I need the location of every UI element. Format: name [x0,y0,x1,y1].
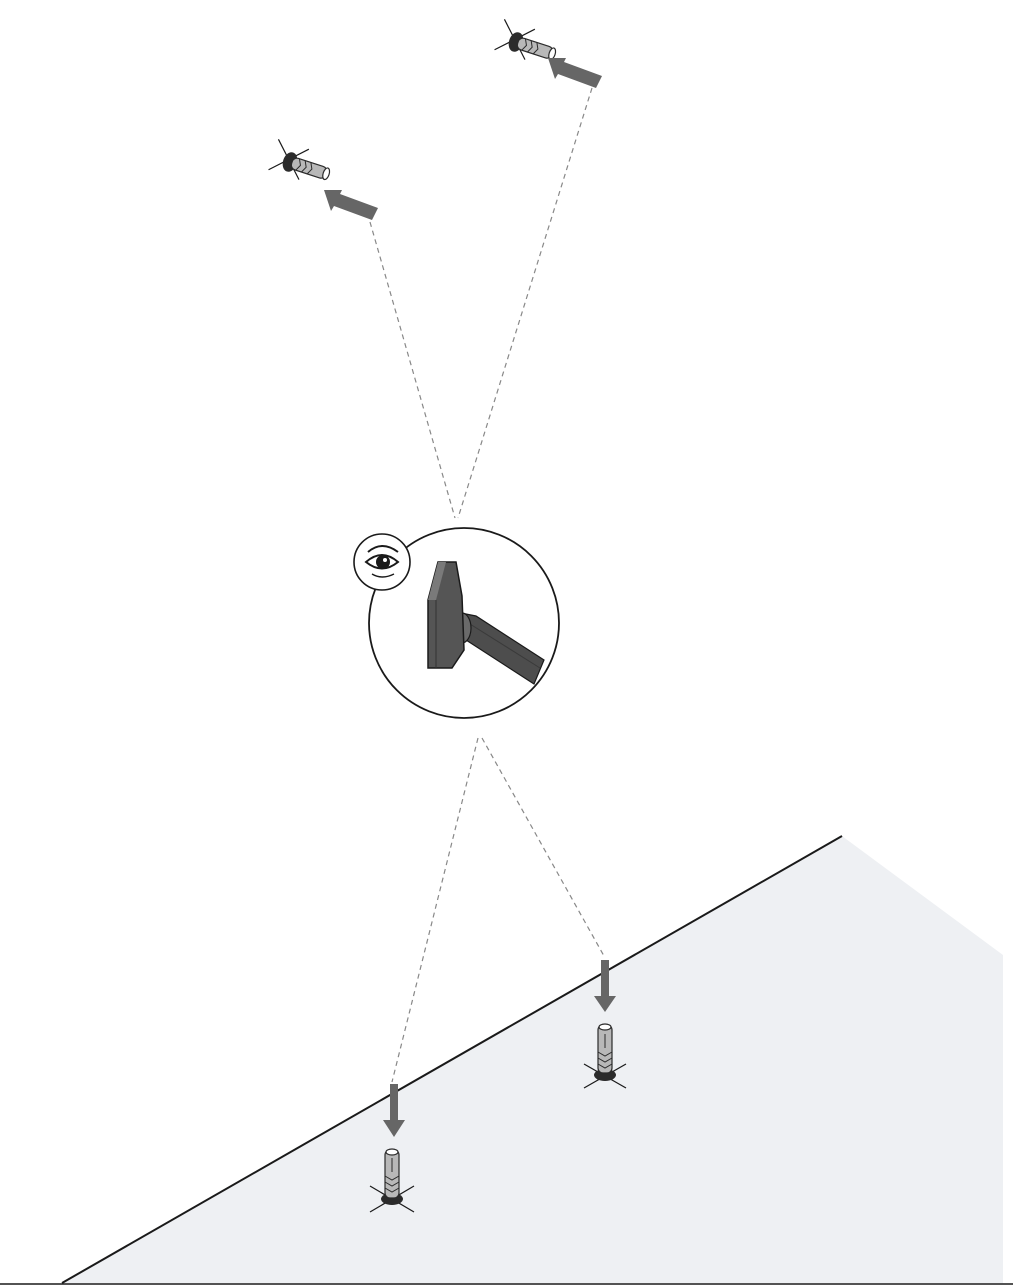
guide-line-floor-left [391,737,479,1083]
floor-arrow-right [594,960,616,1012]
hammer-callout [353,527,560,719]
floor-plane [0,835,1013,1285]
eye-icon [353,533,411,591]
floor-anchor-right [583,1023,627,1089]
wall-anchor-right [494,19,557,61]
floor-arrow-left [383,1084,405,1137]
guide-line-wall-left [369,221,456,519]
wall-anchor-left [268,139,331,181]
insert-arrow-right [548,58,602,88]
guide-line-floor-right [481,737,605,957]
insert-arrow-left [324,190,378,220]
guide-lines [369,87,605,1083]
floor-anchor-left [369,1148,415,1213]
guide-line-wall-right [457,87,593,519]
hammer-icon [427,561,545,685]
